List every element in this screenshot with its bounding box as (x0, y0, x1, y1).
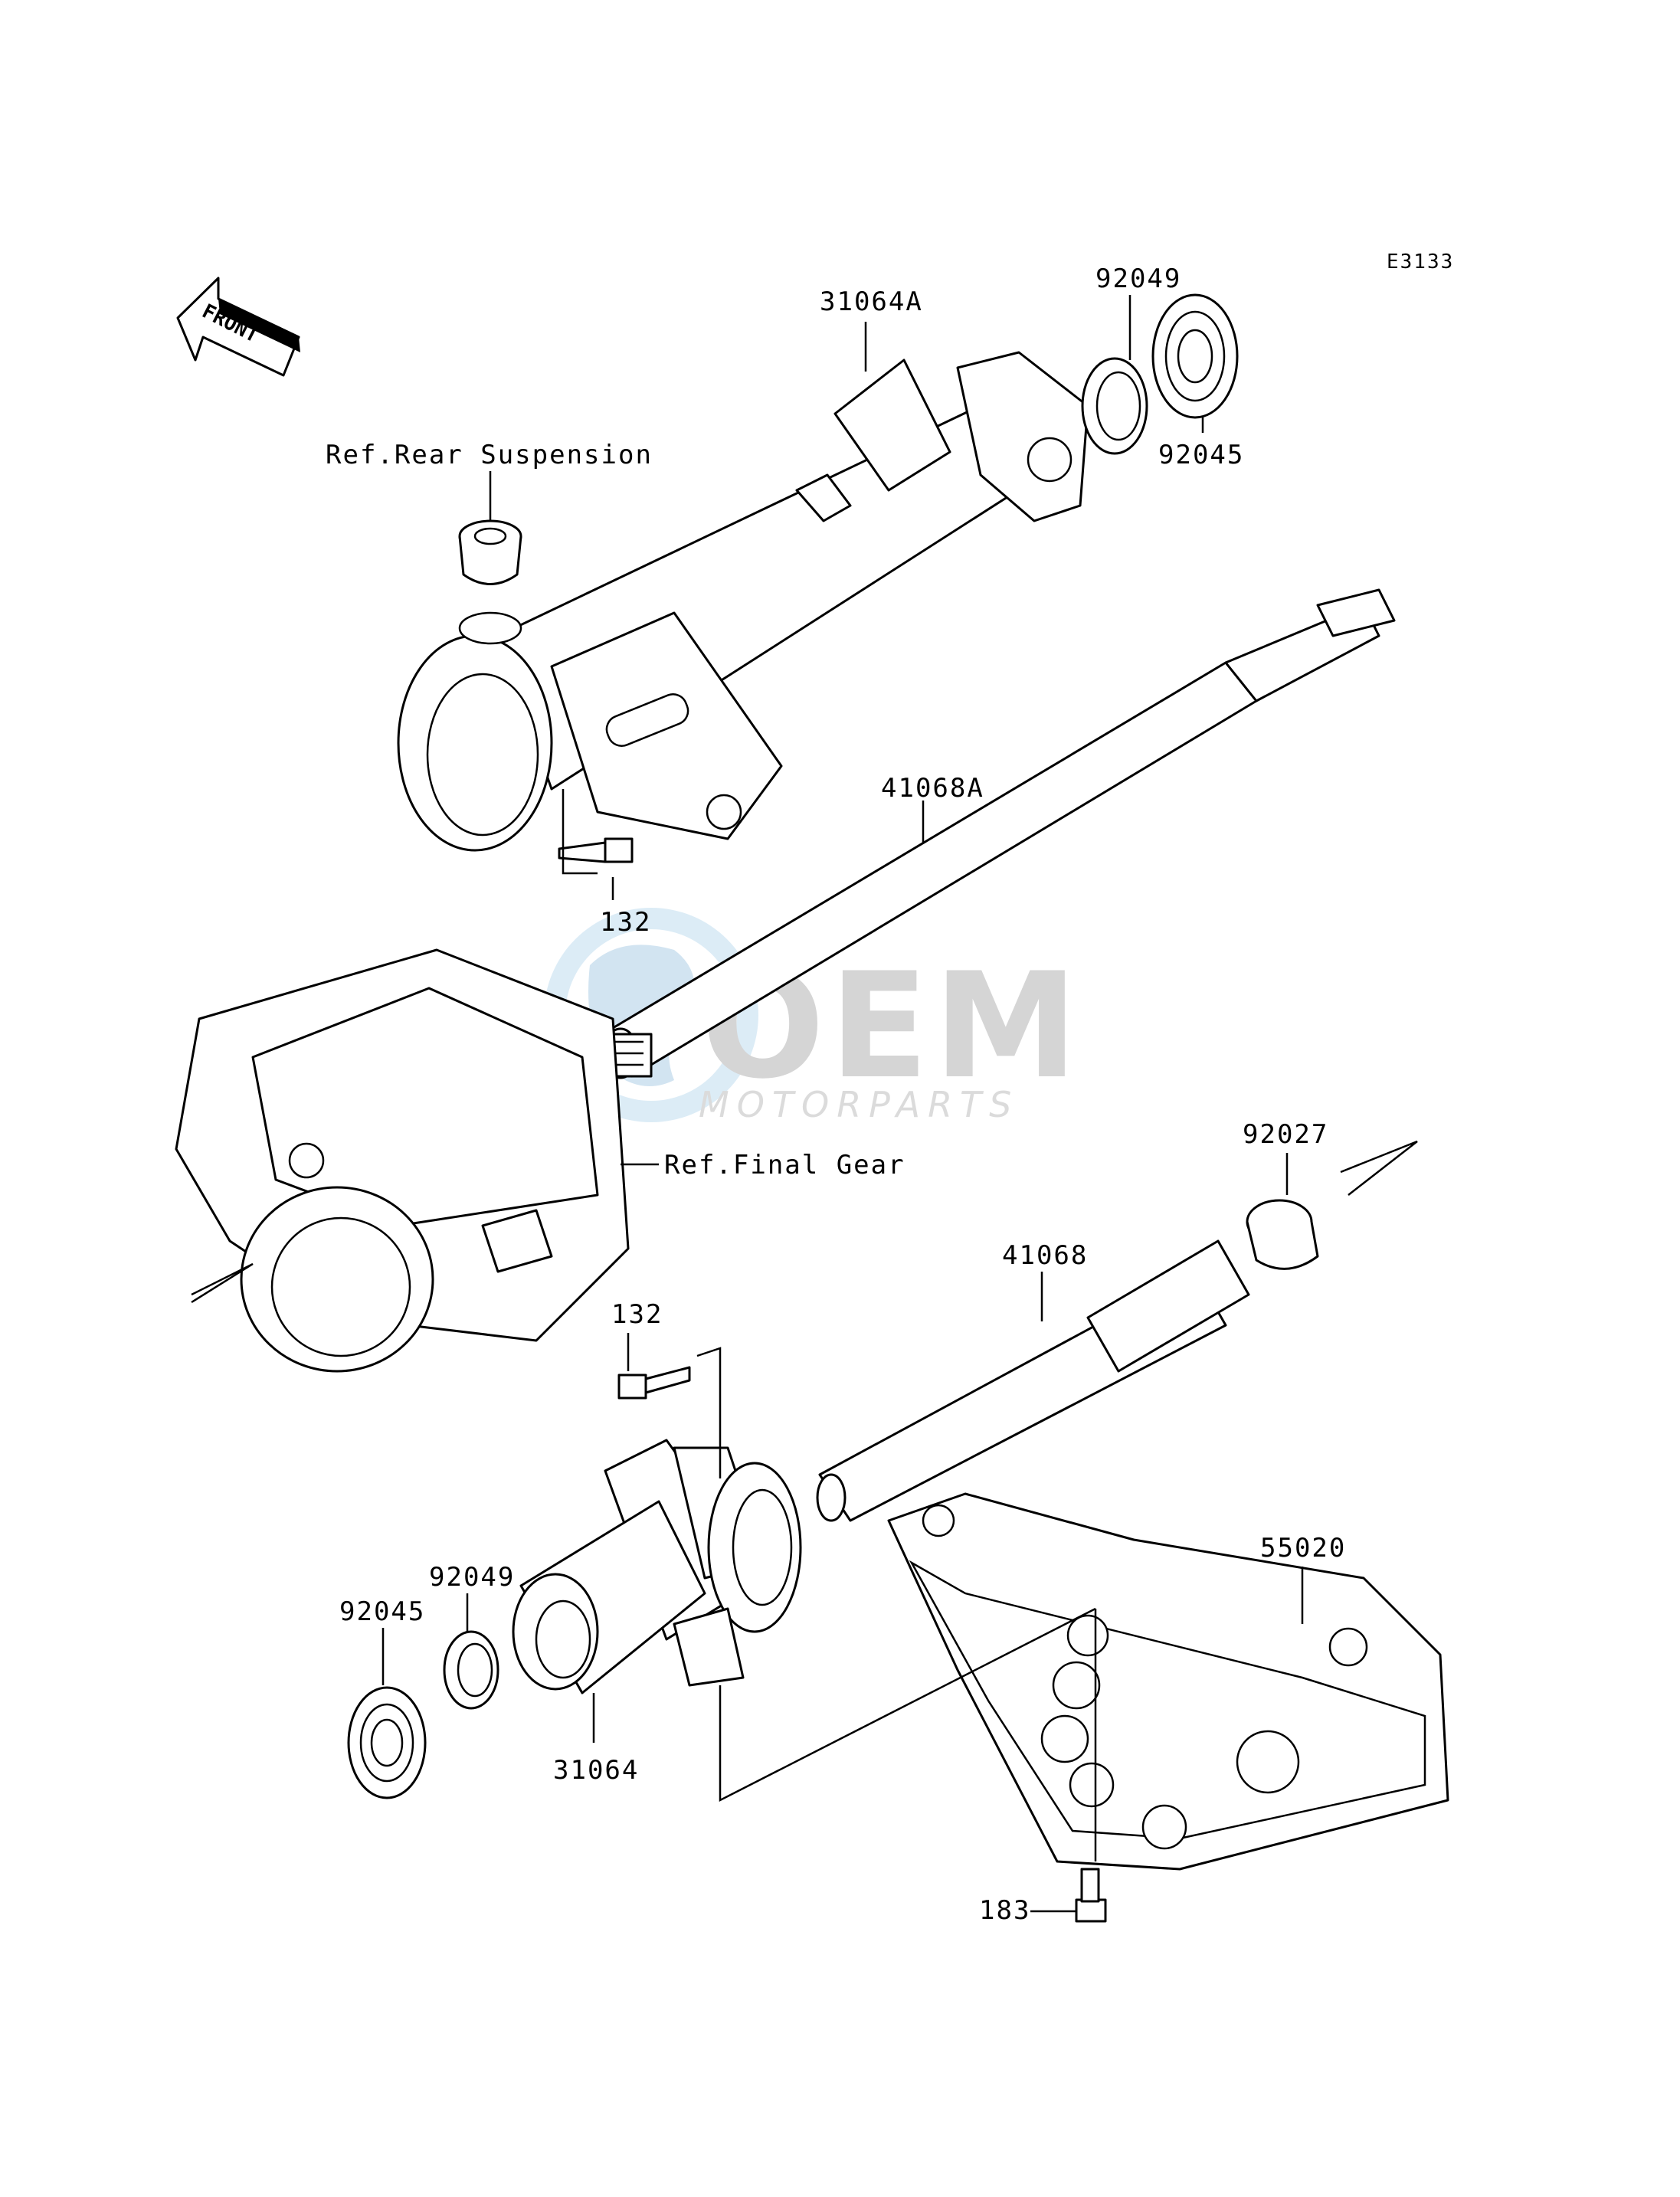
seal-upper (1081, 357, 1148, 455)
label-final-gear: Ref.Final Gear (664, 1150, 905, 1180)
final-gear-case (175, 948, 630, 1373)
diagram-code: E3133 (1387, 250, 1454, 273)
bearing-lower (347, 1686, 427, 1799)
label-92045-upper: 92045 (1158, 440, 1244, 470)
label-31064: 31064 (553, 1755, 639, 1786)
axle-shaft-lower (816, 1239, 1250, 1522)
axle-shaft-upper (602, 588, 1396, 1079)
label-31064A: 31064A (820, 286, 923, 317)
front-arrow-icon: FRONT (176, 277, 300, 377)
bolt-lower (617, 1366, 691, 1400)
axle-housing-upper (397, 351, 1089, 852)
label-92045-lower: 92045 (339, 1596, 425, 1627)
bolt-upper (558, 837, 634, 863)
collar (1246, 1199, 1319, 1270)
bolt-guard (1075, 1868, 1107, 1923)
leader-lines (191, 295, 1418, 1913)
seal-lower (443, 1630, 499, 1710)
label-92027: 92027 (1243, 1119, 1328, 1150)
axle-housing-lower (512, 1439, 802, 1694)
label-132-upper: 132 (600, 907, 651, 938)
label-183: 183 (979, 1895, 1030, 1926)
label-41068A: 41068A (881, 773, 984, 804)
suspension-bushing (458, 519, 522, 585)
label-92049-upper: 92049 (1095, 264, 1181, 294)
watermark-sub: MOTORPARTS (699, 1084, 1019, 1125)
bearing-upper (1151, 293, 1239, 419)
skid-guard (887, 1492, 1449, 1871)
label-132-lower: 132 (611, 1299, 663, 1330)
label-55020: 55020 (1260, 1533, 1346, 1563)
label-rear-suspension: Ref.Rear Suspension (326, 440, 653, 470)
label-41068: 41068 (1002, 1240, 1088, 1271)
label-92049-lower: 92049 (429, 1562, 515, 1593)
